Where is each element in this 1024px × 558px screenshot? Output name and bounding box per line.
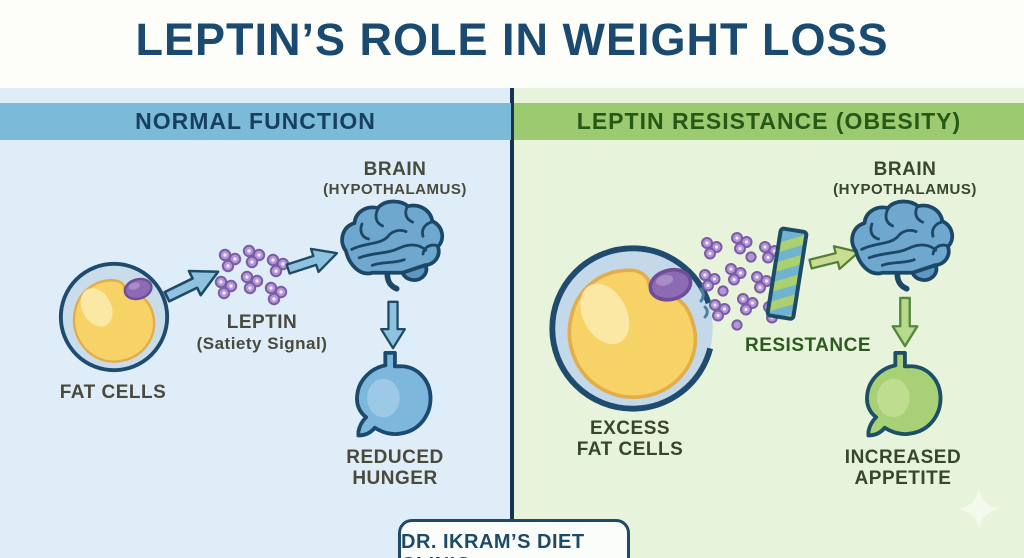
outcome-line2: APPETITE bbox=[854, 468, 952, 489]
header-normal-function: NORMAL FUNCTION bbox=[0, 103, 511, 140]
stomach-icon bbox=[345, 350, 441, 446]
excess-fat-cells-label: EXCESS FAT CELLS bbox=[545, 418, 715, 460]
clinic-badge: DR. IKRAM’S DIET CLINIC bbox=[398, 519, 630, 558]
arrow-down-icon bbox=[378, 300, 408, 350]
arrow-down-icon bbox=[890, 296, 920, 348]
resistance-barrier-icon bbox=[759, 223, 819, 325]
panel-divider bbox=[510, 88, 514, 525]
brain-sublabel: (HYPOTHALAMUS) bbox=[833, 181, 977, 198]
outcome-label: REDUCED HUNGER bbox=[325, 447, 465, 489]
brain-icon bbox=[841, 197, 963, 297]
stomach-icon bbox=[855, 350, 951, 446]
leptin-label: LEPTIN bbox=[226, 312, 298, 333]
page-title: LEPTIN’S ROLE IN WEIGHT LOSS bbox=[135, 14, 889, 65]
leptin-sublabel: (Satiety Signal) bbox=[196, 334, 328, 353]
arrow-right-icon bbox=[282, 238, 345, 284]
outcome-line1: REDUCED bbox=[346, 447, 444, 468]
arrow-right-icon bbox=[158, 256, 228, 312]
sparkle-icon bbox=[956, 486, 1002, 532]
brain-label: BRAIN bbox=[363, 159, 427, 180]
excess-fat-cell-icon bbox=[545, 241, 720, 416]
excess-line2: FAT CELLS bbox=[576, 439, 684, 460]
brain-label: BRAIN bbox=[873, 159, 937, 180]
clinic-badge-label: DR. IKRAM’S DIET CLINIC bbox=[401, 531, 585, 558]
excess-line1: EXCESS bbox=[589, 418, 671, 439]
outcome-line2: HUNGER bbox=[352, 468, 438, 489]
outcome-line1: INCREASED bbox=[844, 447, 962, 468]
outcome-label: INCREASED APPETITE bbox=[833, 447, 973, 489]
brain-icon bbox=[331, 197, 453, 297]
resistance-label: RESISTANCE bbox=[744, 335, 872, 356]
header-leptin-resistance: LEPTIN RESISTANCE (OBESITY) bbox=[514, 103, 1024, 140]
arrow-right-icon bbox=[805, 237, 865, 279]
fat-cells-label: FAT CELLS bbox=[59, 382, 167, 403]
brain-sublabel: (HYPOTHALAMUS) bbox=[323, 181, 467, 198]
fat-cell-icon bbox=[56, 259, 172, 375]
